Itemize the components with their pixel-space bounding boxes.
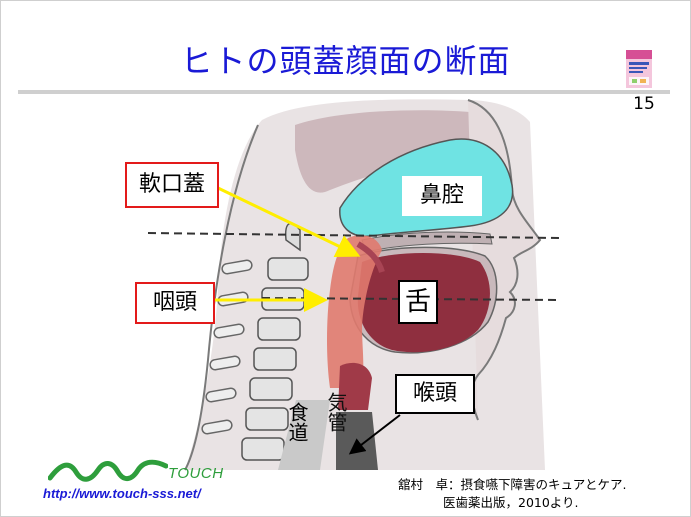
reference-line-upper	[147, 232, 561, 239]
label-nasal-cavity: 鼻腔	[402, 176, 482, 216]
label-esophagus: 食道	[285, 402, 309, 442]
title-underline	[18, 90, 670, 94]
label-larynx: 喉頭	[395, 374, 475, 414]
label-trachea: 気管	[324, 392, 348, 432]
larynx-arrow	[348, 414, 401, 455]
pharynx-region	[327, 235, 382, 388]
skull-base	[295, 110, 470, 193]
label-tongue: 舌	[398, 280, 438, 324]
soft-palate-arrow	[217, 186, 361, 257]
spinous-processes	[201, 259, 253, 435]
book-cover-icon	[626, 50, 652, 88]
label-pharynx: 咽頭	[135, 282, 215, 324]
hard-palate	[361, 231, 493, 253]
page-number: 15	[633, 94, 655, 114]
website-link[interactable]: http://www.touch-sss.net/	[43, 486, 201, 501]
logo-text: TOUCH	[168, 465, 224, 482]
touch-logo-icon	[48, 459, 168, 482]
soft-palate-shape	[356, 241, 385, 273]
esophagus-tube	[278, 400, 330, 470]
label-soft-palate: 軟口蓋	[125, 162, 219, 208]
larynx-region	[338, 362, 372, 410]
neck-back-outline	[184, 124, 259, 471]
citation: 舘村 卓：摂食嚥下障害のキュアとケア. 医歯薬出版，2010より.	[398, 476, 626, 512]
citation-line-1: 舘村 卓：摂食嚥下障害のキュアとケア.	[398, 477, 627, 492]
citation-line-2: 医歯薬出版，2010より.	[443, 495, 579, 511]
slide-title: ヒトの頭蓋顔面の断面	[180, 42, 511, 80]
